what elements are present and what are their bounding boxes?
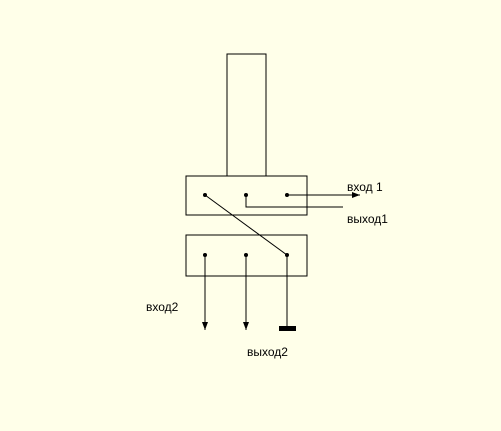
input2-label: вход2 bbox=[146, 300, 179, 314]
output1-line bbox=[245, 195, 343, 208]
output1-label: выход1 bbox=[347, 212, 388, 226]
output2-label: выход2 bbox=[247, 345, 288, 359]
input1-label: вход 1 bbox=[347, 180, 383, 194]
output2-terminal bbox=[279, 326, 296, 331]
switch-shaft bbox=[226, 53, 267, 177]
switch-connector-line bbox=[204, 194, 288, 256]
